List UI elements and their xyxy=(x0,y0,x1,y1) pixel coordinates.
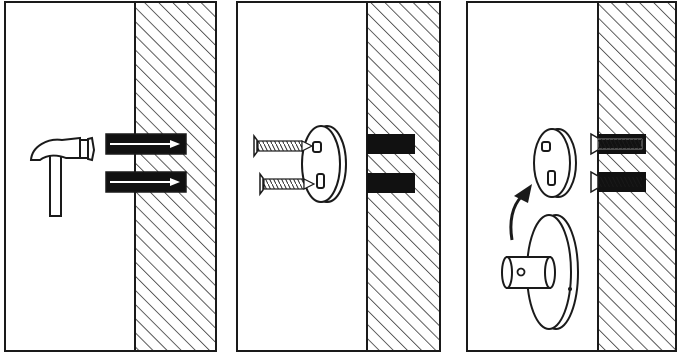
screw-icon xyxy=(259,171,316,197)
wall-plug-icon xyxy=(367,134,415,154)
screw-icon xyxy=(590,132,646,156)
mounting-plate-icon xyxy=(533,128,577,198)
curved-arrow-icon xyxy=(509,184,532,241)
wall-plug-icon xyxy=(367,173,415,193)
wall-plug-icon xyxy=(105,171,187,193)
mounting-plate-icon xyxy=(301,125,347,203)
screw-icon xyxy=(590,170,646,194)
screw-icon xyxy=(253,133,314,159)
detector-icon xyxy=(501,214,579,330)
step-2-panel xyxy=(236,1,441,352)
hammer-icon xyxy=(29,136,96,217)
step-3-panel xyxy=(466,1,677,352)
step-1-panel xyxy=(4,1,217,352)
wall-plug-icon xyxy=(105,133,187,155)
